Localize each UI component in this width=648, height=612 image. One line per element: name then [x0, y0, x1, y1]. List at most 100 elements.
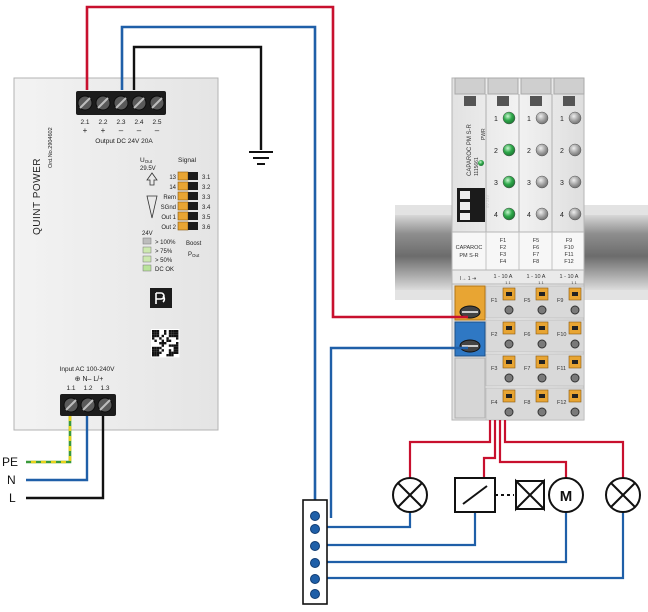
output-terminal-screw [131, 95, 147, 111]
terminal-screw [504, 339, 514, 349]
module-input-terminal-minus [454, 321, 486, 357]
qr-code [151, 329, 180, 358]
channel-led-green [502, 175, 516, 189]
channel-led-green [502, 207, 516, 221]
wire-pe [26, 416, 72, 464]
terminal-fuse-label: F5 [524, 298, 530, 304]
output-terminal-polarity: – [119, 126, 124, 135]
fuse-label: F1 [500, 238, 506, 244]
boost-label: Boost [186, 241, 202, 247]
adjust-up-icon [146, 172, 158, 186]
signal-pin: 3.2 [202, 185, 211, 191]
wire-blue-return-4 [318, 512, 625, 580]
input-terminal-number: 1.3 [100, 385, 109, 392]
terminal-screw [570, 339, 580, 349]
rating-sub: 1 1 [571, 280, 577, 285]
distribution-terminal-bar [302, 499, 328, 605]
wire-l [26, 416, 105, 500]
input-terminal-number: 1.1 [66, 385, 75, 392]
bar-connection-point [310, 589, 320, 599]
io-label: I→ 1 ⇥ [460, 276, 476, 282]
svg-text:0V 24V: 0V 24V [485, 195, 490, 208]
input-terminal-screw [63, 397, 79, 413]
signal-name: Out 2 [161, 225, 176, 231]
bar-connection-point [310, 511, 320, 521]
bar-connection-point [310, 524, 320, 534]
wire-blue-return-1 [318, 512, 412, 529]
fuse-label: F3 [500, 252, 506, 258]
power-supply: 2.1+2.2+2.3–2.4–2.5– Output DC 24V 20A Q… [13, 77, 219, 431]
signal-terminal-clamp [188, 202, 198, 210]
signal-label: Signal [178, 157, 197, 164]
signal-terminal-clamp [188, 192, 198, 200]
pwr-label: PWR [481, 128, 487, 140]
terminal-screw [570, 305, 580, 315]
bar-connection-point [310, 574, 320, 584]
wire-red-load-4 [503, 420, 625, 478]
motor-letter: M [560, 488, 573, 505]
channel-led-off [568, 175, 582, 189]
mains-label-pe: PE [2, 455, 18, 469]
output-terminal-screw [113, 95, 129, 111]
adjust-ramp-icon [146, 195, 158, 219]
fuse-label: F7 [533, 252, 539, 258]
terminal-fuse-label: F3 [491, 366, 497, 372]
signal-terminal-clamp [188, 172, 198, 180]
rating-sub: 1 1 [538, 280, 544, 285]
channel-number: 2 [527, 148, 531, 155]
terminal-screw [504, 407, 514, 417]
channel-led-off [568, 111, 582, 125]
output-terminal-number: 2.2 [98, 119, 107, 126]
rating-label: 1 - 10 A [527, 274, 546, 280]
uout-value: 29.5V [140, 166, 156, 172]
signal-terminal-clamp [188, 182, 198, 190]
channel-number: 2 [494, 148, 498, 155]
fuse-label: F6 [533, 245, 539, 251]
channel-number: 3 [560, 180, 564, 187]
fuse-label: F9 [566, 238, 572, 244]
fuse-label: F10 [564, 245, 573, 251]
terminal-fuse-label: F1 [491, 298, 497, 304]
ground-icon [249, 151, 273, 165]
signal-terminal [177, 221, 189, 231]
input-terminal-number: 1.2 [83, 385, 92, 392]
channel-number: 1 [560, 116, 564, 123]
plate-title: CAPAROC [456, 245, 483, 251]
wire-blue-return-3 [318, 512, 568, 564]
wire-n [26, 416, 89, 482]
channel-number: 4 [527, 212, 531, 219]
terminal-fuse-label: F2 [491, 332, 497, 338]
channel-led-off [535, 111, 549, 125]
signal-name: Out 1 [161, 215, 176, 221]
channel-number: 3 [527, 180, 531, 187]
terminal-fuse-label: F6 [524, 332, 530, 338]
bar-connection-point [310, 558, 320, 568]
channel-led-off [535, 207, 549, 221]
signal-pin: 3.4 [202, 205, 211, 211]
output-terminal-polarity: – [137, 126, 142, 135]
lamp-icon-1 [392, 477, 428, 513]
channel-number: 3 [494, 180, 498, 187]
plate-sub: PM S-R [459, 253, 478, 259]
channel-number: 4 [494, 212, 498, 219]
signal-name: 14 [169, 185, 176, 191]
fuse-label: F11 [564, 252, 573, 258]
fuse-label: F12 [564, 259, 573, 265]
terminal-screw [570, 407, 580, 417]
signal-pin: 3.6 [202, 225, 211, 231]
terminal-screw [537, 339, 547, 349]
terminal-fuse-label: F8 [524, 400, 530, 406]
status-led [142, 237, 152, 245]
module-vertical-label: CAPAROC PM S-R [467, 123, 473, 176]
channel-number: 2 [560, 148, 564, 155]
output-terminal-polarity: – [155, 126, 160, 135]
status-led [142, 264, 152, 272]
signal-terminal [177, 201, 189, 211]
wire-red-load-1 [408, 420, 492, 478]
terminal-fuse-label: F10 [557, 332, 566, 338]
mains-label-l: L [9, 491, 16, 505]
channel-led-off [568, 143, 582, 157]
relay-coil-icon [454, 477, 514, 513]
